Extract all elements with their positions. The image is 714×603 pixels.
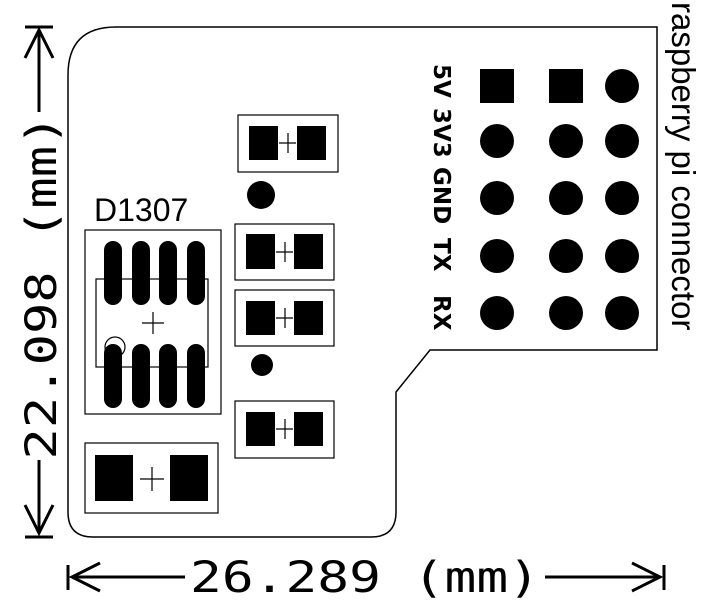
pin-label-gnd: GND (428, 167, 454, 224)
pin-round (605, 296, 639, 330)
ic-outline (84, 229, 222, 415)
pin-square-1 (480, 69, 514, 103)
pin-square-2 (549, 69, 583, 103)
ic-pad (187, 241, 205, 305)
pin-label-3v3: 3V3 (428, 108, 454, 158)
smd-component-5 (84, 442, 219, 514)
via (251, 354, 273, 376)
pin-round (605, 124, 639, 158)
width-dimension: 26.289 (mm) (66, 553, 666, 603)
header-pins (480, 69, 639, 330)
height-dimension-label: 22.098 (mm) (17, 115, 67, 460)
ic-pad (132, 344, 150, 408)
height-dimension: 22.098 (mm) (17, 25, 67, 539)
ic-body (95, 278, 209, 368)
pin-label-5v: 5V (428, 64, 454, 98)
pin-round (480, 296, 514, 330)
pin-round (549, 181, 583, 215)
pin-label-rx: RX (428, 295, 454, 331)
width-dimension-label: 26.289 (mm) (190, 553, 540, 603)
ic-pad (104, 241, 122, 305)
smd-component-2 (234, 223, 335, 281)
pin-label-tx: TX (428, 238, 454, 272)
pin-round (480, 239, 514, 273)
via (247, 181, 275, 209)
ic-footprint (84, 229, 222, 415)
pin-round (605, 181, 639, 215)
ic-pad (159, 344, 177, 408)
connector-label: raspberry pi connector (665, 2, 702, 330)
smd-component-1 (237, 114, 339, 173)
smd-component-3 (234, 289, 335, 347)
pin-round (549, 124, 583, 158)
pin-round (549, 296, 583, 330)
pin-round (605, 239, 639, 273)
pin-round (480, 124, 514, 158)
ic-pad (187, 344, 205, 408)
ic-pad (159, 241, 177, 305)
smd-component-4 (234, 400, 335, 459)
pin-round (549, 239, 583, 273)
pin-labels: 5V 3V3 GND TX RX (428, 64, 454, 331)
pin-round (605, 69, 639, 103)
ic-pad (132, 241, 150, 305)
ic-pad (104, 344, 122, 408)
chip-label: D1307 (94, 192, 188, 228)
pin-round (480, 181, 514, 215)
board-outline (67, 26, 658, 538)
